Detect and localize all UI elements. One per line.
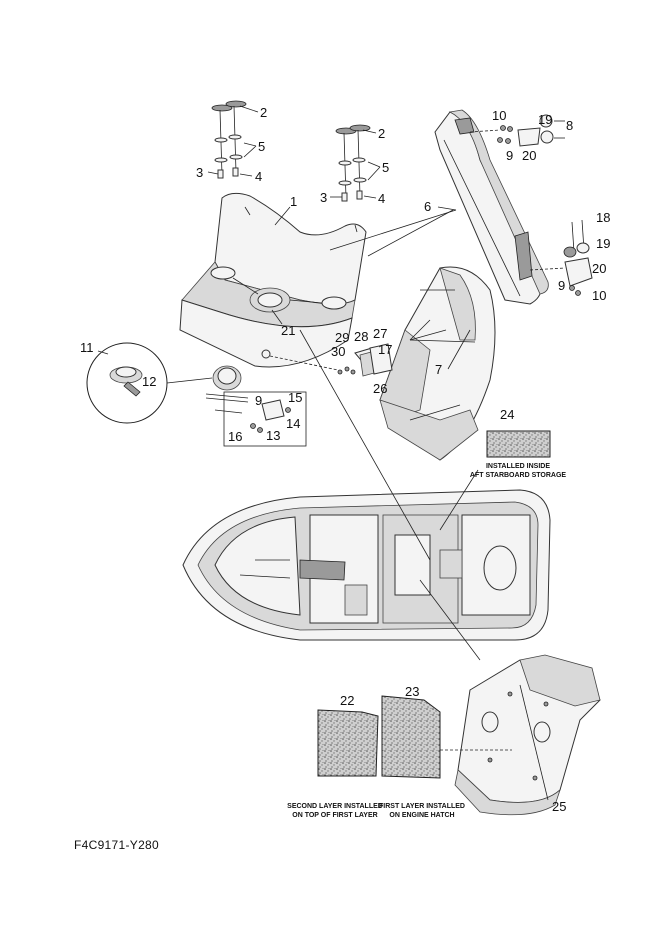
hinge-assembly <box>269 343 393 377</box>
side-deck-panel <box>379 266 496 461</box>
caption-mat-24-line1: INSTALLED INSIDE <box>486 463 550 470</box>
callout-16: 16 <box>228 429 242 444</box>
callout-21: 21 <box>281 323 295 338</box>
callout-7: 7 <box>435 362 442 377</box>
callout-4: 4 <box>378 191 385 206</box>
callout-20: 20 <box>592 261 606 276</box>
reference-code: F4C9171-Y280 <box>74 838 159 852</box>
boat-top-view <box>182 489 551 641</box>
callout-10: 10 <box>592 288 606 303</box>
callout-5: 5 <box>258 139 265 154</box>
tower-lower-mount <box>529 219 593 296</box>
callout-leaders <box>97 105 549 801</box>
callout-28: 28 <box>354 329 368 344</box>
callout-8: 8 <box>566 118 573 133</box>
callout-4: 4 <box>255 169 262 184</box>
callout-6: 6 <box>424 199 431 214</box>
callout-9: 9 <box>558 278 565 293</box>
leader-mat24-to-boat <box>439 469 479 531</box>
callout-13: 13 <box>266 428 280 443</box>
callout-30: 30 <box>331 344 345 359</box>
leader-seat-to-boat <box>299 329 431 561</box>
callout-27: 27 <box>373 326 387 341</box>
callout-11: 11 <box>80 340 94 355</box>
cup-holder-assembly <box>205 365 307 447</box>
callout-2: 2 <box>260 105 267 120</box>
callout-19: 19 <box>538 112 552 127</box>
mat-24 <box>486 430 551 458</box>
tower-arch <box>329 109 549 305</box>
caption-mat-23-line1: FIRST LAYER INSTALLED <box>379 803 465 810</box>
mat-23 <box>381 695 441 779</box>
callout-19: 19 <box>596 236 610 251</box>
callout-20: 20 <box>522 148 536 163</box>
caption-mat-22-line2: ON TOP OF FIRST LAYER <box>292 812 377 819</box>
mat-22 <box>317 709 379 777</box>
engine-hatch <box>454 654 601 816</box>
drain-plug-detail <box>86 342 213 424</box>
callout-17: 17 <box>378 342 392 357</box>
callout-9: 9 <box>506 148 513 163</box>
fastener-stack-left <box>211 100 247 179</box>
callout-25: 25 <box>552 799 566 814</box>
callout-2: 2 <box>378 126 385 141</box>
callout-3: 3 <box>320 190 327 205</box>
callout-22: 22 <box>340 693 354 708</box>
callout-26: 26 <box>373 381 387 396</box>
mat-captions: INSTALLED INSIDE AFT STARBOARD STORAGE S… <box>287 463 566 819</box>
callout-labels: 1 2 2 3 3 4 4 5 5 6 7 8 9 9 9 10 10 11 1… <box>80 105 610 814</box>
callout-5: 5 <box>382 160 389 175</box>
callout-12: 12 <box>142 374 156 389</box>
callout-3: 3 <box>196 165 203 180</box>
leader-boat-to-hatch <box>419 579 481 661</box>
callout-18: 18 <box>596 210 610 225</box>
callout-9: 9 <box>255 393 262 408</box>
fastener-stack-right <box>335 124 371 202</box>
callout-1: 1 <box>290 194 297 209</box>
callout-23: 23 <box>405 684 419 699</box>
caption-mat-24-line2: AFT STARBOARD STORAGE <box>470 472 567 479</box>
caption-mat-23-line2: ON ENGINE HATCH <box>389 812 454 819</box>
seat-cushion-assembly <box>179 192 367 368</box>
caption-mat-22-line1: SECOND LAYER INSTALLED <box>287 803 383 810</box>
callout-24: 24 <box>500 407 514 422</box>
tower-top-mount <box>469 114 565 147</box>
callout-14: 14 <box>286 416 300 431</box>
callout-29: 29 <box>335 330 349 345</box>
callout-15: 15 <box>288 390 302 405</box>
callout-10: 10 <box>492 108 506 123</box>
